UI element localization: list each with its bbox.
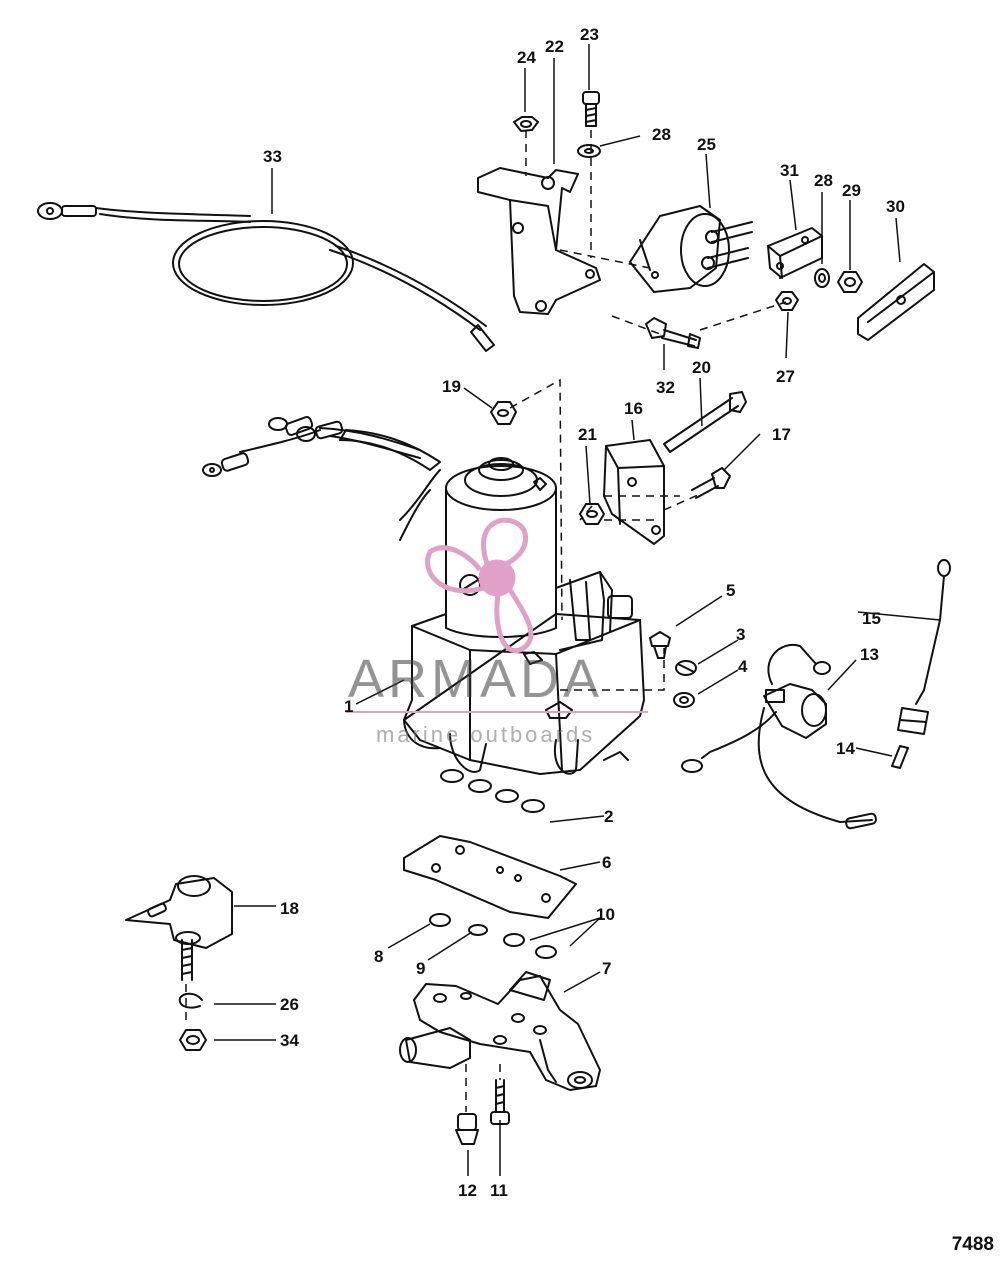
callout-6: 6: [602, 853, 611, 872]
link-plate-32-part: [767, 227, 823, 279]
callout-32: 31: [780, 161, 799, 180]
screw-23-part: [582, 91, 600, 127]
motor-wire-harness-part: [202, 416, 441, 541]
o-rings-8-9-10-part: [429, 913, 557, 959]
callout-5: 5: [726, 581, 735, 600]
watermark-tagline: marine outboards: [376, 722, 596, 747]
callout-20: 20: [692, 358, 711, 377]
callout-8: 8: [374, 947, 383, 966]
callout-31: 32: [656, 378, 675, 397]
callout-28-upper: 28: [652, 125, 671, 144]
nut-21-part: [579, 503, 605, 525]
callout-16: 16: [624, 399, 643, 418]
clip-26-part: [178, 992, 203, 1009]
callout-27: 27: [776, 367, 795, 386]
callout-1: 1: [344, 697, 353, 716]
figure-number: 7488: [951, 1234, 994, 1255]
washer-4-part: [673, 692, 695, 708]
callout-19: 19: [442, 377, 461, 396]
callout-21: 21: [578, 425, 597, 444]
callout-labels: 24 22 23 28 25 31 28 29 30 33 27 32 20 1…: [263, 25, 905, 1200]
long-bolt-20-part: [663, 391, 747, 453]
solenoid-bracket-part: [477, 167, 601, 315]
assembly-guide-lines: [185, 130, 787, 1112]
watermark-brand-name: ARMADA: [348, 649, 604, 709]
callout-9: 9: [416, 959, 425, 978]
callout-26: 26: [280, 995, 299, 1014]
bracket-16-part: [603, 439, 665, 545]
callout-34: 34: [280, 1031, 299, 1050]
washer-28-upper-part: [577, 144, 601, 158]
screw-5-part: [649, 631, 671, 659]
callout-14: 14: [836, 739, 855, 758]
callout-29: 29: [842, 181, 861, 200]
nut-27-part: [775, 291, 799, 311]
callout-10: 10: [596, 905, 615, 924]
nut-34-part: [179, 1029, 207, 1051]
o-rings-2-part: [440, 769, 545, 813]
fuse-14-part: [891, 745, 909, 769]
boot-30-part: [857, 263, 935, 341]
callout-23: 23: [580, 25, 599, 44]
callout-33: 33: [263, 147, 282, 166]
callout-18: 18: [280, 899, 299, 918]
ground-cable-part: [37, 202, 495, 352]
circuit-breaker-18-part: [125, 875, 233, 981]
callout-28-lower: 28: [814, 171, 833, 190]
callout-22: 22: [545, 37, 564, 56]
callout-15: 15: [862, 609, 881, 628]
solenoid-25-part: [629, 205, 753, 293]
callout-25: 25: [697, 135, 716, 154]
watermark-propeller-logo: [424, 517, 534, 654]
plug-12-part: [455, 1113, 479, 1145]
callout-11: 11: [490, 1181, 508, 1200]
switch-13-part: [681, 643, 877, 830]
bolt-31-part: [645, 317, 701, 349]
callout-12: 12: [458, 1181, 477, 1200]
callout-3: 3: [736, 625, 745, 644]
lock-washer-28-part: [814, 268, 830, 288]
nut-24-part: [513, 116, 539, 132]
callout-13: 13: [860, 645, 879, 664]
callout-30: 30: [886, 197, 905, 216]
bolt-17-part: [691, 467, 731, 499]
callout-24: 24: [517, 48, 536, 67]
manifold-7-part: [399, 971, 601, 1091]
lead-15-part: [897, 559, 951, 735]
screw-3-part: [675, 660, 697, 676]
screw-11-part: [490, 1079, 510, 1125]
callout-17: 17: [772, 425, 791, 444]
callout-4: 4: [738, 657, 748, 676]
callout-7: 7: [602, 959, 611, 978]
callout-leader-lines: [214, 44, 941, 1176]
nut-19-part: [490, 401, 517, 425]
nut-29-part: [837, 271, 863, 293]
gasket-plate-6-part: [403, 835, 577, 919]
callout-2: 2: [604, 807, 613, 826]
